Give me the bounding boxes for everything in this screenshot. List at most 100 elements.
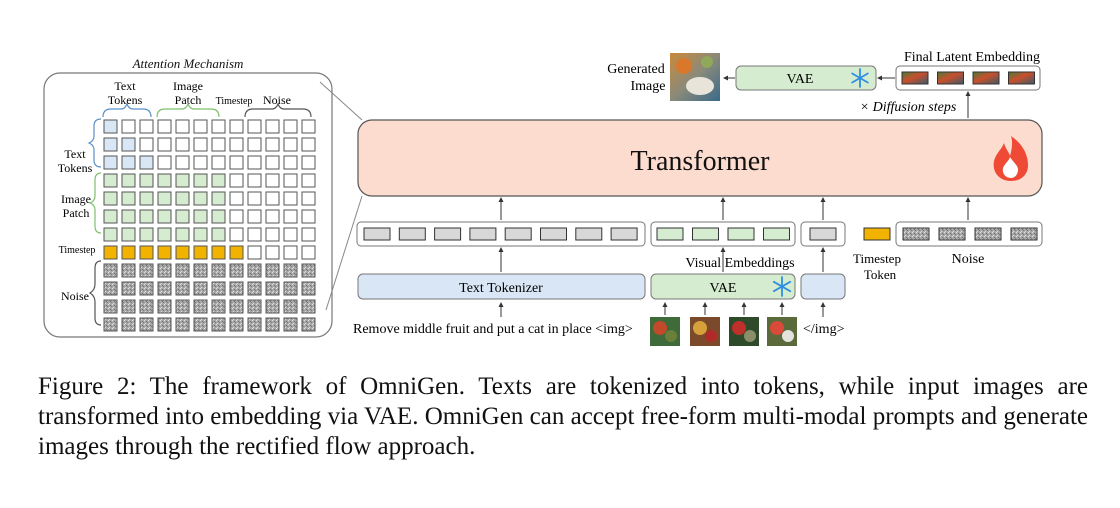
timestep-token xyxy=(863,227,891,241)
visual-token-row xyxy=(656,227,790,241)
attention-cell xyxy=(193,281,208,296)
attention-cell xyxy=(211,191,226,206)
attention-cell xyxy=(283,119,298,134)
col-label-timestep: Timestep xyxy=(216,96,253,107)
input-arrows xyxy=(498,302,826,317)
attention-cell xyxy=(193,245,208,260)
latent-token xyxy=(901,71,929,85)
text-token xyxy=(469,227,497,241)
visual-embeddings-label: Visual Embeddings xyxy=(685,256,794,271)
attention-cell xyxy=(121,155,136,170)
attention-cell xyxy=(283,209,298,224)
visual-token xyxy=(727,227,755,241)
attention-cell xyxy=(211,317,226,332)
attention-cell xyxy=(121,281,136,296)
attention-cell xyxy=(157,263,172,278)
attention-cell xyxy=(175,245,190,260)
col-label-image-patch-1: Image xyxy=(173,79,203,93)
attention-cell xyxy=(157,281,172,296)
visual-token xyxy=(656,227,684,241)
attention-cell xyxy=(157,137,172,152)
attention-cell xyxy=(193,137,208,152)
attention-cell xyxy=(229,227,244,242)
noise-token-row-frame xyxy=(895,221,1043,247)
row-label-text-tokens-2: Tokens xyxy=(58,161,93,175)
brace-row-text xyxy=(87,118,102,168)
text-token-row-frame xyxy=(356,221,646,247)
noise-token xyxy=(1010,227,1038,241)
attention-cell xyxy=(229,245,244,260)
attention-cell xyxy=(283,317,298,332)
attention-cell xyxy=(103,137,118,152)
noise-token xyxy=(902,227,930,241)
attention-cell xyxy=(175,263,190,278)
snowflake-icon xyxy=(772,276,792,297)
brace-col-text xyxy=(102,102,152,118)
attention-cell xyxy=(265,245,280,260)
attention-cell xyxy=(103,191,118,206)
attention-cell xyxy=(193,155,208,170)
latent-token xyxy=(937,71,964,85)
attention-cell xyxy=(229,317,244,332)
col-label-image-patch-2: Patch xyxy=(175,93,202,107)
attention-cell xyxy=(103,119,118,134)
attention-cell xyxy=(103,227,118,242)
attention-cell xyxy=(265,119,280,134)
omnigen-framework-diagram: Attention Mechanism Text Tokens Image Pa… xyxy=(43,50,1043,346)
attention-cell xyxy=(121,263,136,278)
attention-cell xyxy=(283,173,298,188)
text-token xyxy=(363,227,391,241)
attention-cell xyxy=(139,173,154,188)
attention-cell xyxy=(211,227,226,242)
attention-cell xyxy=(283,281,298,296)
attention-cell xyxy=(247,263,262,278)
attention-cell xyxy=(265,317,280,332)
attention-cell xyxy=(247,119,262,134)
attention-cell xyxy=(157,155,172,170)
transformer-block xyxy=(357,119,1043,197)
generated-image-label-2: Image xyxy=(631,79,666,94)
attention-cell xyxy=(265,137,280,152)
latent-token xyxy=(1008,71,1035,85)
attention-cell xyxy=(247,173,262,188)
attention-cell xyxy=(157,227,172,242)
timestep-token-label-2: Token xyxy=(864,267,897,282)
attention-cell xyxy=(157,119,172,134)
attention-cell xyxy=(283,227,298,242)
attention-cell xyxy=(157,209,172,224)
attention-grid xyxy=(103,119,316,332)
attention-cell xyxy=(301,317,316,332)
text-token xyxy=(434,227,462,241)
attention-cell xyxy=(265,299,280,314)
attention-cell xyxy=(283,155,298,170)
attention-cell xyxy=(193,173,208,188)
attention-cell xyxy=(211,173,226,188)
attention-cell xyxy=(139,191,154,206)
attention-cell xyxy=(229,263,244,278)
attention-cell xyxy=(229,137,244,152)
attention-cell xyxy=(103,317,118,332)
noise-token-row xyxy=(902,227,1038,241)
col-label-text-tokens-1: Text xyxy=(114,79,136,93)
vae-output-label: VAE xyxy=(787,72,814,87)
visual-token xyxy=(692,227,719,241)
vae-input-box xyxy=(650,273,796,300)
row-label-timestep: Timestep xyxy=(59,245,96,256)
diffusion-steps-label: × Diffusion steps xyxy=(860,100,957,115)
attention-cell xyxy=(211,245,226,260)
row-label-noise: Noise xyxy=(61,289,89,303)
text-token-row xyxy=(363,227,638,241)
text-token xyxy=(610,227,638,241)
attention-cell xyxy=(139,155,154,170)
brace-col-image xyxy=(156,102,220,118)
attention-cell xyxy=(193,209,208,224)
attention-cell xyxy=(121,119,136,134)
attention-cell xyxy=(121,227,136,242)
brace-col-noise xyxy=(244,102,312,118)
attention-cell xyxy=(121,245,136,260)
final-latent-label: Final Latent Embedding xyxy=(904,50,1040,65)
attention-cell xyxy=(247,137,262,152)
attention-cell xyxy=(193,119,208,134)
attention-cell xyxy=(265,209,280,224)
attention-cell xyxy=(211,119,226,134)
